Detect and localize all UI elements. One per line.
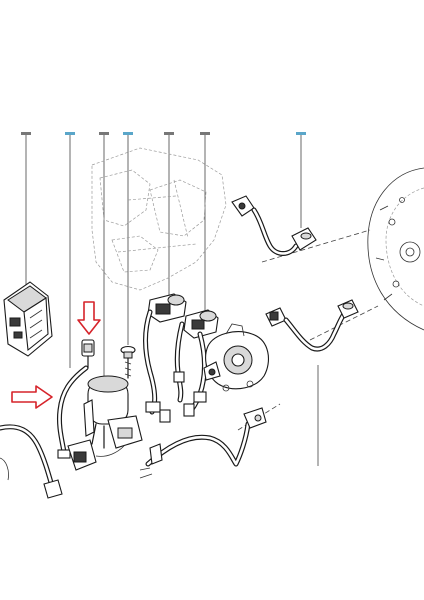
callout-1 [21,132,31,288]
hose-left-edge [0,424,63,499]
control-module [3,281,53,357]
vacuum-hose-lower [145,407,267,467]
brake-booster [203,323,270,392]
callout-7-tick [296,132,306,135]
vacuum-hose-upper-right [231,195,317,256]
callout-5 [164,132,174,298]
callout-5-tick [164,132,174,135]
flywheel [367,167,424,331]
right-arrow [11,385,53,409]
hose-clips [139,403,195,479]
solenoid-valve-2 [183,309,219,339]
callout-leaders [21,132,306,378]
vacuum-pump [67,375,143,471]
solenoid-valve-1 [147,293,187,323]
callout-2 [65,132,75,368]
callout-2-tick [65,132,75,135]
callout-4-tick [123,132,133,135]
callout-6 [200,132,210,312]
callout-6-tick [200,132,210,135]
vacuum-hose-left [57,365,89,459]
engine-block-outline [91,147,227,291]
vacuum-hose-mid-right [265,299,359,352]
callout-3 [99,132,109,378]
callout-4 [123,132,133,345]
mounting-screw [120,345,136,379]
callout-1-tick [21,132,31,135]
callout-3-tick [99,132,109,135]
callout-7 [296,132,306,228]
sensor-pin [81,339,95,369]
down-arrow [77,301,101,335]
